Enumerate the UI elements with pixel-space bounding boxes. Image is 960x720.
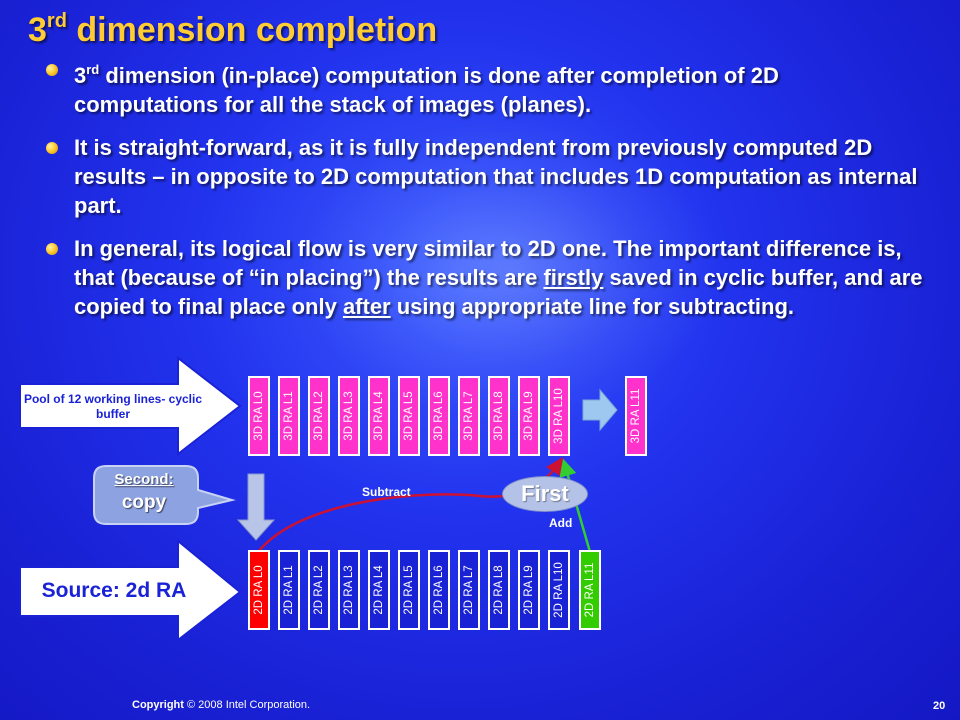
2d-line-box: 2D RA L3: [338, 550, 360, 630]
bullet-text: In general, its logical flow is very sim…: [74, 236, 902, 290]
2d-line-box: 2D RA L11: [579, 550, 601, 630]
bullet-item: It is straight-forward, as it is fully i…: [46, 133, 926, 220]
title-main: 3: [28, 11, 47, 49]
line-box-label: 3D RA L2: [313, 391, 325, 441]
line-box-label: 3D RA L11: [630, 388, 642, 444]
pool-arrow-shape: [19, 355, 242, 457]
copyright-text: © 2008 Intel Corporation.: [187, 699, 311, 711]
3d-line-box: 3D RA L0: [248, 376, 270, 456]
3d-line-box: 3D RA L6: [428, 376, 450, 456]
bullet-text: after: [342, 294, 391, 319]
title-superscript: rd: [46, 10, 67, 32]
slide-title: 3rd dimension completion: [28, 10, 437, 50]
subtract-label: Subtract: [362, 485, 411, 499]
pool-label: Pool of 12 working lines- cyclic buffer: [23, 392, 203, 421]
bullet-list: 3rd dimension (in-place) computation is …: [46, 55, 926, 335]
line-box-label: 2D RA L0: [253, 565, 265, 615]
2d-line-box: 2D RA L2: [308, 550, 330, 630]
bullet-text: saved in cyclic buffer, and are copied t…: [74, 265, 923, 319]
line-box-label: 3D RA L1: [283, 391, 295, 441]
bullet-text: 3: [74, 63, 87, 88]
second-label: Second:: [114, 471, 174, 488]
copy-down-arrow-shape: [236, 473, 276, 541]
line-box-label: 2D RA L7: [463, 565, 475, 615]
line-box-label: 2D RA L4: [373, 565, 385, 615]
3d-line-box: 3D RA L11: [625, 376, 647, 456]
copyright-word: Copyright: [132, 699, 184, 711]
line-box-label: 2D RA L5: [403, 565, 415, 615]
copy-label: copy: [121, 492, 167, 513]
bullet-dot-icon: [46, 142, 58, 154]
line-box-label: 3D RA L10: [553, 388, 565, 444]
add-label: Add: [549, 516, 573, 530]
2d-line-box: 2D RA L6: [428, 550, 450, 630]
bullet-item: 3rd dimension (in-place) computation is …: [46, 55, 926, 119]
2d-line-box: 2D RA L10: [548, 550, 570, 630]
title-rest: dimension completion: [66, 11, 438, 49]
line-box-label: 3D RA L7: [463, 391, 475, 441]
bullet-text: firstly: [543, 265, 604, 290]
2d-line-box: 2D RA L5: [398, 550, 420, 630]
add-arrow: [559, 458, 592, 553]
bullet-text: dimension (in-place) computation is done…: [74, 63, 779, 117]
line-box-label: 3D RA L3: [343, 391, 355, 441]
line-box-label: 3D RA L0: [253, 391, 265, 441]
line-box-label: 3D RA L6: [433, 391, 445, 441]
second-copy-callout: Second: copy: [90, 470, 198, 516]
line-box-label: 3D RA L5: [403, 391, 415, 441]
bullet-text: It is straight-forward, as it is fully i…: [74, 135, 918, 218]
2d-line-box: 2D RA L9: [518, 550, 540, 630]
2d-line-box: 2D RA L7: [458, 550, 480, 630]
3d-line-box: 3D RA L2: [308, 376, 330, 456]
line-box-label: 3D RA L8: [493, 391, 505, 441]
bullet-text: rd: [86, 62, 100, 77]
line-box-label: 2D RA L10: [553, 562, 565, 618]
move-arrow-shape: [582, 388, 618, 432]
page-number: 20: [933, 700, 946, 712]
2d-line-box: 2D RA L4: [368, 550, 390, 630]
3d-line-box: 3D RA L9: [518, 376, 540, 456]
2d-line-box: 2D RA L1: [278, 550, 300, 630]
3d-line-box: 3D RA L8: [488, 376, 510, 456]
line-box-label: 2D RA L9: [523, 565, 535, 615]
line-box-label: 2D RA L3: [343, 565, 355, 615]
line-box-label: 3D RA L4: [373, 391, 385, 441]
bullet-dot-icon: [46, 243, 58, 255]
3d-line-box: 3D RA L5: [398, 376, 420, 456]
3d-line-box: 3D RA L1: [278, 376, 300, 456]
3d-line-box: 3D RA L7: [458, 376, 480, 456]
3d-line-box: 3D RA L10: [548, 376, 570, 456]
line-box-label: 3D RA L9: [523, 391, 535, 441]
source-label: Source: 2d RA: [41, 579, 187, 602]
3d-line-box: 3D RA L4: [368, 376, 390, 456]
source-arrow-shape: [19, 538, 242, 643]
first-ellipse: First: [502, 476, 588, 512]
2d-line-box: 2D RA L8: [488, 550, 510, 630]
3d-line-box: 3D RA L3: [338, 376, 360, 456]
bullet-text: using appropriate line for subtracting.: [390, 294, 794, 319]
copyright: Copyright © 2008 Intel Corporation.: [132, 699, 310, 711]
second-copy-callout-shape: [93, 465, 236, 525]
line-box-label: 2D RA L1: [283, 565, 295, 615]
line-box-label: 2D RA L6: [433, 565, 445, 615]
bullet-item: In general, its logical flow is very sim…: [46, 234, 926, 321]
line-box-label: 2D RA L11: [584, 562, 596, 618]
line-box-label: 2D RA L2: [313, 565, 325, 615]
bullet-dot-icon: [46, 64, 58, 76]
2d-line-box: 2D RA L0: [248, 550, 270, 630]
line-box-label: 2D RA L8: [493, 565, 505, 615]
